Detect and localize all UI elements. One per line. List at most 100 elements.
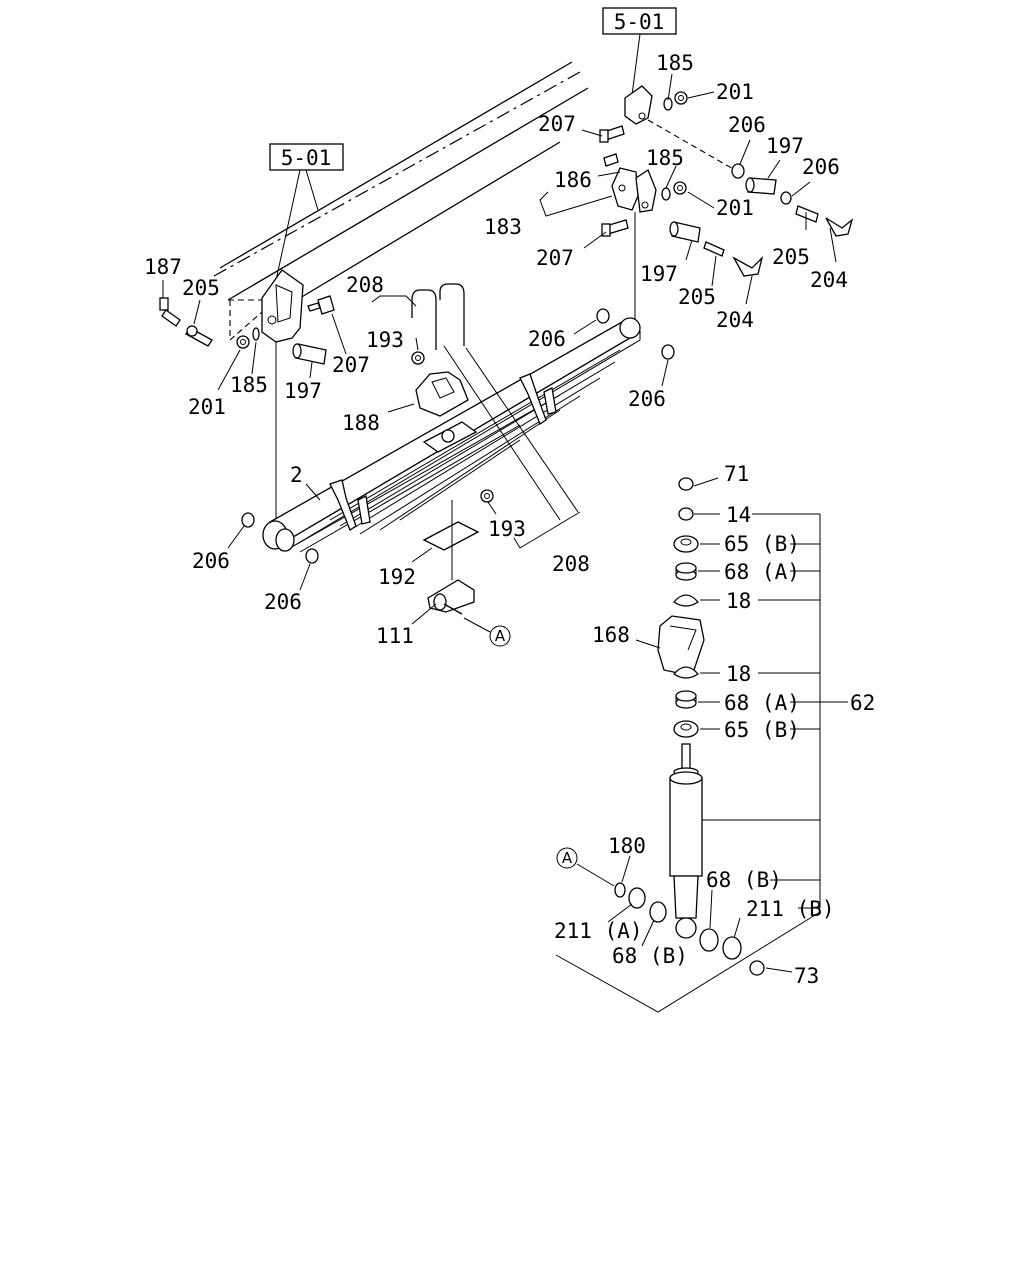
label-68a: 68 (A) (724, 691, 800, 715)
group-bracket-62 (702, 513, 848, 909)
u-bolt-208 (411, 283, 465, 350)
label-186: 186 (554, 168, 592, 192)
svg-text:A: A (562, 849, 573, 867)
label-204: 204 (716, 308, 754, 332)
label-183: 183 (484, 215, 522, 239)
nut-201-mid (673, 181, 687, 195)
nut-193-bottom (480, 489, 494, 503)
bracket-111 (427, 579, 475, 615)
plate-192 (422, 521, 480, 551)
label-62: 62 (850, 691, 875, 715)
retainer-18-top (673, 594, 699, 607)
bushing-197-mid (669, 221, 701, 243)
label-201: 201 (188, 395, 226, 419)
bottom-bracket (555, 911, 821, 1013)
label-197: 197 (640, 262, 678, 286)
label-185: 185 (230, 373, 268, 397)
rear-hanger-bracket (624, 85, 653, 125)
bolt-205-mid (703, 241, 725, 257)
label-208: 208 (552, 552, 590, 576)
bolt-207-bottom (601, 219, 629, 237)
leaf-spring-2 (262, 317, 642, 553)
svg-text:A: A (495, 627, 506, 645)
label-208: 208 (346, 273, 384, 297)
frame-rail (213, 61, 589, 301)
label-71: 71 (724, 462, 749, 486)
bushing-68a-top (675, 562, 697, 581)
label-205: 205 (182, 276, 220, 300)
washer-65b-top (673, 535, 699, 553)
label-197: 197 (284, 379, 322, 403)
label-193: 193 (488, 517, 526, 541)
circled-a-lower: A (556, 847, 615, 887)
label-18: 18 (726, 589, 751, 613)
label-192: 192 (378, 565, 416, 589)
bushing-197-left (292, 343, 327, 365)
label-111: 111 (376, 624, 414, 648)
washer-180 (614, 882, 626, 898)
label-206: 206 (728, 113, 766, 137)
washer-206-top (731, 163, 745, 179)
front-hanger-bracket (261, 269, 304, 343)
label-65b: 65 (B) (724, 532, 800, 556)
bolt-207-left (307, 295, 335, 315)
label-68b: 68 (B) (706, 868, 782, 892)
label-206: 206 (264, 590, 302, 614)
label-207: 207 (332, 353, 370, 377)
label-207: 207 (536, 246, 574, 270)
label-188: 188 (342, 411, 380, 435)
label-180: 180 (608, 834, 646, 858)
reference-box-right: 5-01 (602, 7, 677, 96)
bushing-68a-bottom (675, 690, 697, 709)
grease-fitting-204-mid (732, 255, 764, 277)
retainer-18-bottom (673, 666, 699, 679)
reference-label: 5-01 (281, 146, 332, 170)
label-168: 168 (592, 623, 630, 647)
washer-185-left (252, 327, 260, 341)
label-185: 185 (646, 146, 684, 170)
label-204: 204 (810, 268, 848, 292)
nut-201-left (236, 335, 250, 349)
label-211b: 211 (B) (746, 897, 835, 921)
bolt-205-right (795, 205, 819, 223)
shackle-plate-183 (611, 167, 657, 213)
label-205: 205 (772, 245, 810, 269)
label-68b: 68 (B) (612, 944, 688, 968)
nut-73 (749, 960, 765, 976)
label-206: 206 (192, 549, 230, 573)
grease-fitting-204-right (825, 217, 854, 237)
washer-206-right (780, 191, 792, 205)
nut-71 (678, 477, 694, 491)
washer-211a (628, 887, 646, 909)
label-201: 201 (716, 196, 754, 220)
reference-box-left: 5-01 (269, 143, 344, 286)
label-206: 206 (528, 327, 566, 351)
leader-lines (162, 73, 837, 973)
reference-label: 5-01 (614, 10, 665, 34)
bolt-186 (603, 153, 619, 167)
washer-211b (722, 936, 742, 960)
circled-a-upper: A (463, 617, 511, 647)
nut-14 (678, 507, 694, 521)
label-206: 206 (802, 155, 840, 179)
bolt-187 (159, 297, 181, 327)
label-73: 73 (794, 964, 819, 988)
label-2: 2 (290, 463, 303, 487)
part-labels: 185 201 207 206 197 206 186 185 201 183 … (144, 51, 875, 988)
label-205: 205 (678, 285, 716, 309)
washer-206-b (661, 344, 675, 360)
label-187: 187 (144, 255, 182, 279)
label-197: 197 (766, 134, 804, 158)
label-206: 206 (628, 387, 666, 411)
washer-65b-bottom (673, 720, 699, 738)
label-14: 14 (726, 503, 751, 527)
bushing-68b-right (699, 928, 719, 952)
label-211a: 211 (A) (554, 919, 643, 943)
washer-206-d (305, 548, 319, 564)
shock-absorber-62 (669, 743, 703, 939)
bolt-205-left (185, 325, 213, 347)
label-18: 18 (726, 662, 751, 686)
label-207: 207 (538, 112, 576, 136)
label-201: 201 (716, 80, 754, 104)
